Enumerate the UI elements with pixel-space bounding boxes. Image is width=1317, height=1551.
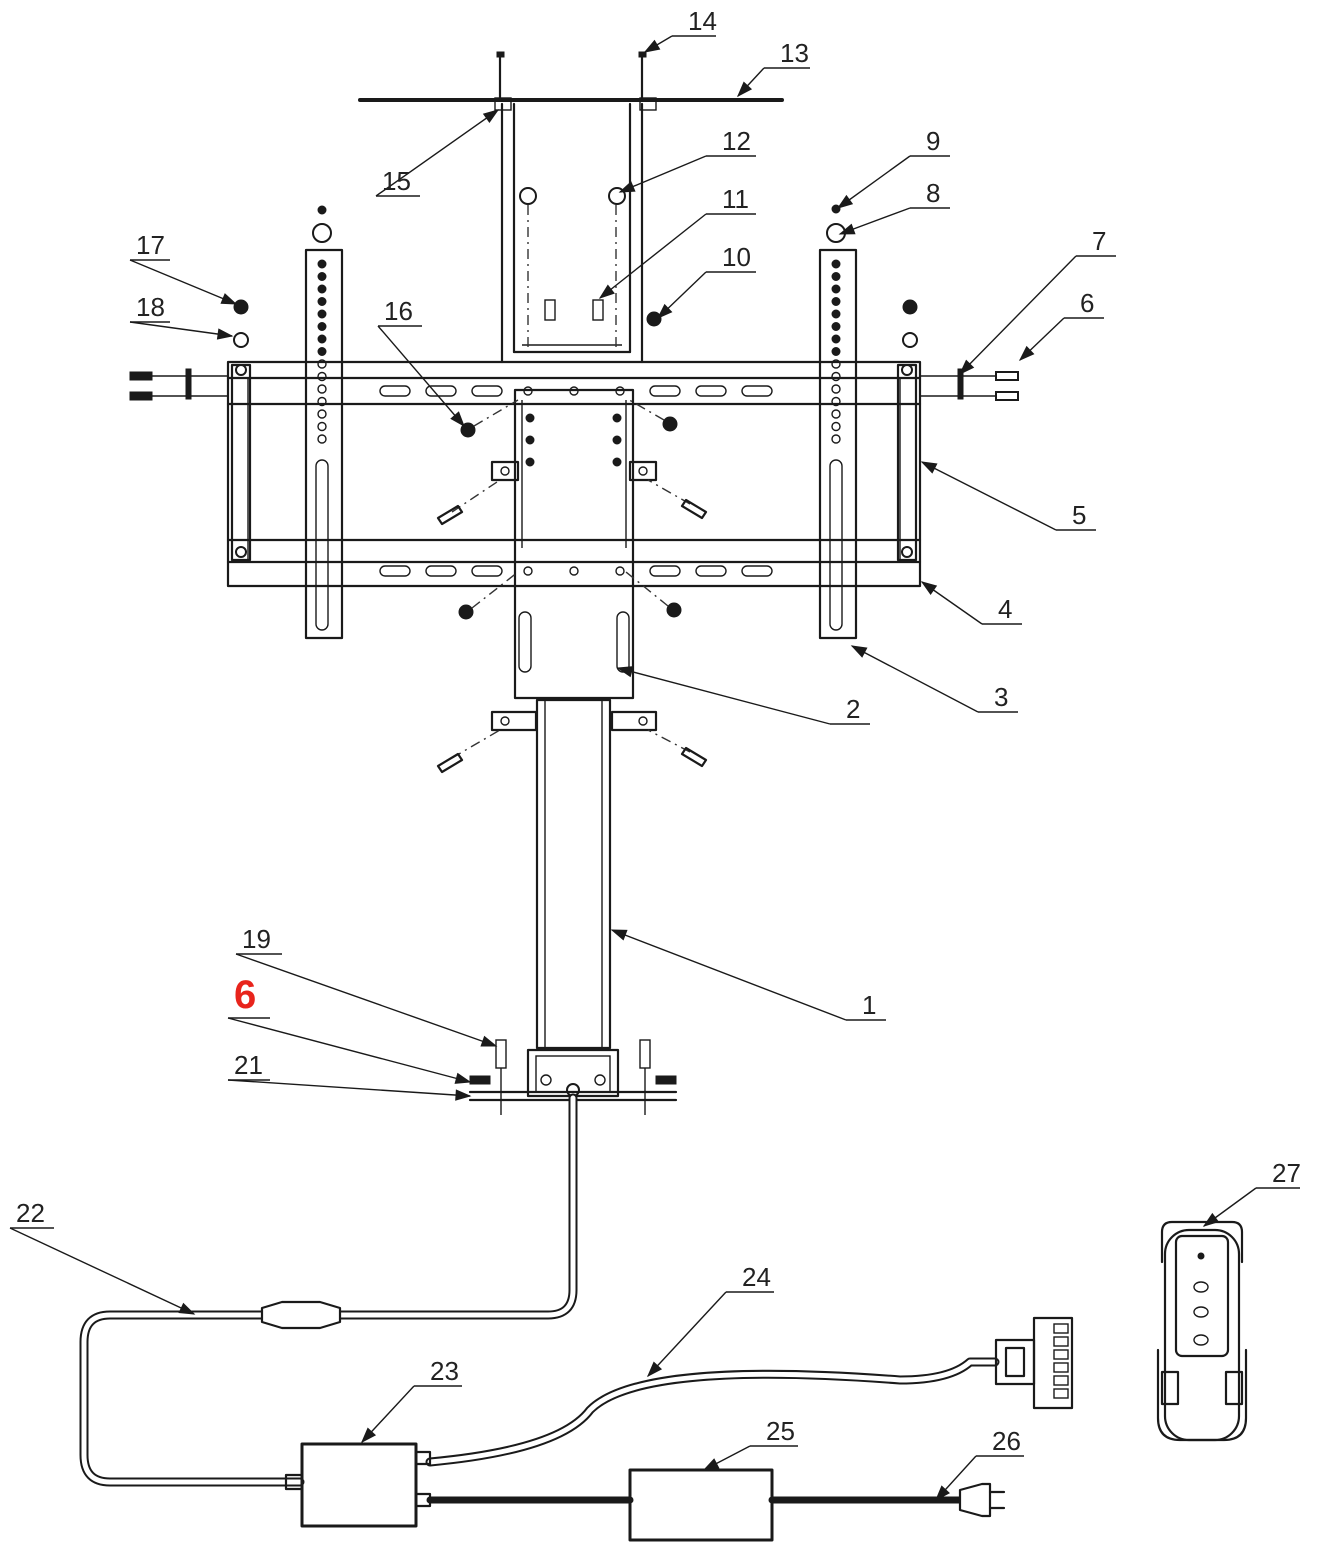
callout-9: 9: [926, 126, 940, 156]
callout-6: 6: [1080, 288, 1094, 318]
callout-2: 2: [846, 694, 860, 724]
main-frame: [226, 360, 922, 588]
callout-14: 14: [688, 6, 717, 36]
callout-25: 25: [766, 1416, 795, 1446]
top-bracket: [500, 102, 662, 364]
callout-13: 13: [780, 38, 809, 68]
callout-26: 26: [992, 1426, 1021, 1456]
mount-plate: [436, 388, 708, 700]
vertical-arm-left: [304, 205, 344, 640]
callout-22: 22: [16, 1198, 45, 1228]
callout-1: 1: [862, 990, 876, 1020]
callout-10: 10: [722, 242, 751, 272]
callout-3: 3: [994, 682, 1008, 712]
callout-labels: 1 2 3 4 5 6 7 8 9 10 11 12 13 14 15 16 1…: [16, 6, 1301, 1456]
callout-6-highlighted: 6: [234, 973, 256, 1017]
callout-leaders: [9, 35, 1300, 1502]
callout-23: 23: [430, 1356, 459, 1386]
callout-18: 18: [136, 292, 165, 322]
remote-control: [1156, 1220, 1248, 1442]
connector-block: [994, 1316, 1074, 1410]
lift-column: [436, 698, 708, 1115]
power-adapter: [628, 1468, 774, 1542]
callout-11: 11: [722, 184, 749, 214]
cables: [79, 1093, 1000, 1504]
side-bolts: [129, 299, 1019, 401]
callout-4: 4: [998, 594, 1012, 624]
callout-17: 17: [136, 230, 165, 260]
callout-7: 7: [1092, 226, 1106, 256]
callout-21: 21: [234, 1050, 263, 1080]
top-plate: [358, 51, 784, 111]
callout-8: 8: [926, 178, 940, 208]
callout-19: 19: [242, 924, 271, 954]
callout-15: 15: [382, 166, 411, 196]
vertical-arm-right: [818, 204, 858, 640]
power-plug: [958, 1482, 1006, 1518]
callout-16: 16: [384, 296, 413, 326]
callout-5: 5: [1072, 500, 1086, 530]
callout-12: 12: [722, 126, 751, 156]
callout-24: 24: [742, 1262, 771, 1292]
control-box: [284, 1442, 432, 1528]
callout-27: 27: [1272, 1158, 1301, 1188]
